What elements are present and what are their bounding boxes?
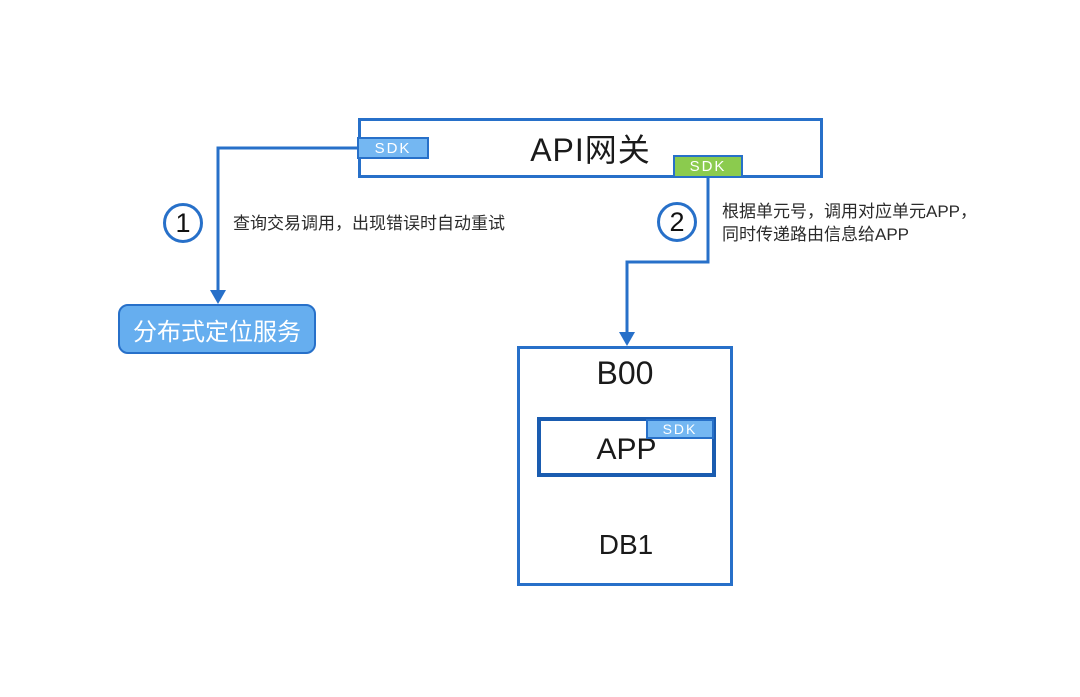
step-2-badge: 2 — [657, 202, 697, 242]
step-1-note: 查询交易调用，出现错误时自动重试 — [233, 212, 505, 235]
api-gateway-box: API网关 — [358, 118, 823, 178]
db-label: DB1 — [598, 529, 654, 560]
step-1-note-line: 查询交易调用，出现错误时自动重试 — [233, 214, 505, 233]
step-2-note-line: 同时传递路由信息给APP — [722, 225, 910, 244]
down-arrowhead-unit-icon — [619, 332, 635, 346]
api-gateway-title: API网关 — [530, 132, 651, 168]
step-2-note: 根据单元号，调用对应单元APP， 同时传递路由信息给APP — [722, 200, 977, 246]
step-1-badge: 1 — [163, 203, 203, 243]
app-sdk-tag: SDK — [646, 419, 714, 439]
gateway-sdk-left-tag: SDK — [357, 137, 429, 159]
app-box: APP — [537, 417, 716, 477]
connector-gateway-to-unit — [625, 178, 710, 334]
connector-gateway-to-location-service — [216, 146, 358, 292]
step-2-note-line: 根据单元号，调用对应单元APP， — [722, 202, 978, 221]
location-service-label: 分布式定位服务 — [133, 318, 301, 346]
gateway-sdk-right-tag: SDK — [673, 155, 743, 178]
location-service-box: 分布式定位服务 — [118, 304, 316, 354]
down-arrowhead-location-service-icon — [210, 290, 226, 304]
unit-b00-title: B00 — [596, 355, 654, 391]
